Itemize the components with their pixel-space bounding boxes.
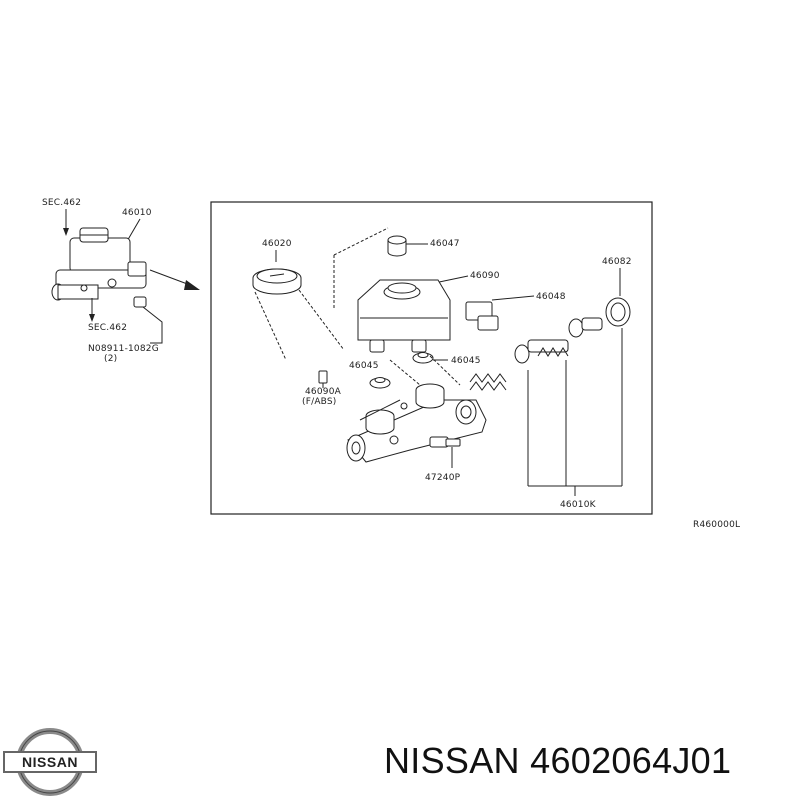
label-f-abs: (F/ABS) [302, 397, 337, 407]
ref-code: R460000L [693, 520, 740, 530]
detail-frame [210, 201, 653, 515]
label-qty-2: (2) [104, 354, 117, 364]
overview-assembly: SEC.462 46010 SEC.462 N08911-1082G (2) [42, 198, 200, 364]
label-47240p: 47240P [425, 473, 461, 483]
label-46048: 46048 [536, 292, 566, 302]
switch-47240p: 47240P [425, 436, 461, 483]
sensor-46048: 46048 [465, 292, 566, 331]
piston-kit: 46082 46010K [469, 257, 632, 510]
fitting-46090a: 46090A (F/ABS) [302, 370, 342, 407]
nissan-logo: NISSAN [3, 728, 97, 796]
label-46010k: 46010K [560, 500, 597, 510]
label-46082: 46082 [602, 257, 632, 267]
label-46010: 46010 [122, 208, 152, 218]
filter-46047: 46047 [333, 227, 460, 310]
grommets-46045: 46045 46045 [349, 352, 481, 389]
cap-46020: 46020 [252, 239, 345, 361]
label-sec-462-top: SEC.462 [42, 198, 81, 208]
label-46090: 46090 [470, 271, 500, 281]
svg-text:NISSAN: NISSAN [22, 754, 78, 770]
label-46090a: 46090A [305, 387, 342, 397]
label-08911-1082g: N08911-1082G [88, 344, 159, 354]
label-46045-left: 46045 [349, 361, 379, 371]
master-cylinder-body [346, 383, 487, 463]
label-46045-right: 46045 [451, 356, 481, 366]
label-sec-462-bottom: SEC.462 [88, 323, 127, 333]
part-number-caption: NISSAN 4602064J01 [384, 740, 732, 781]
label-46020: 46020 [262, 239, 292, 249]
reservoir-46090: 46090 [357, 271, 500, 353]
label-46047: 46047 [430, 239, 460, 249]
